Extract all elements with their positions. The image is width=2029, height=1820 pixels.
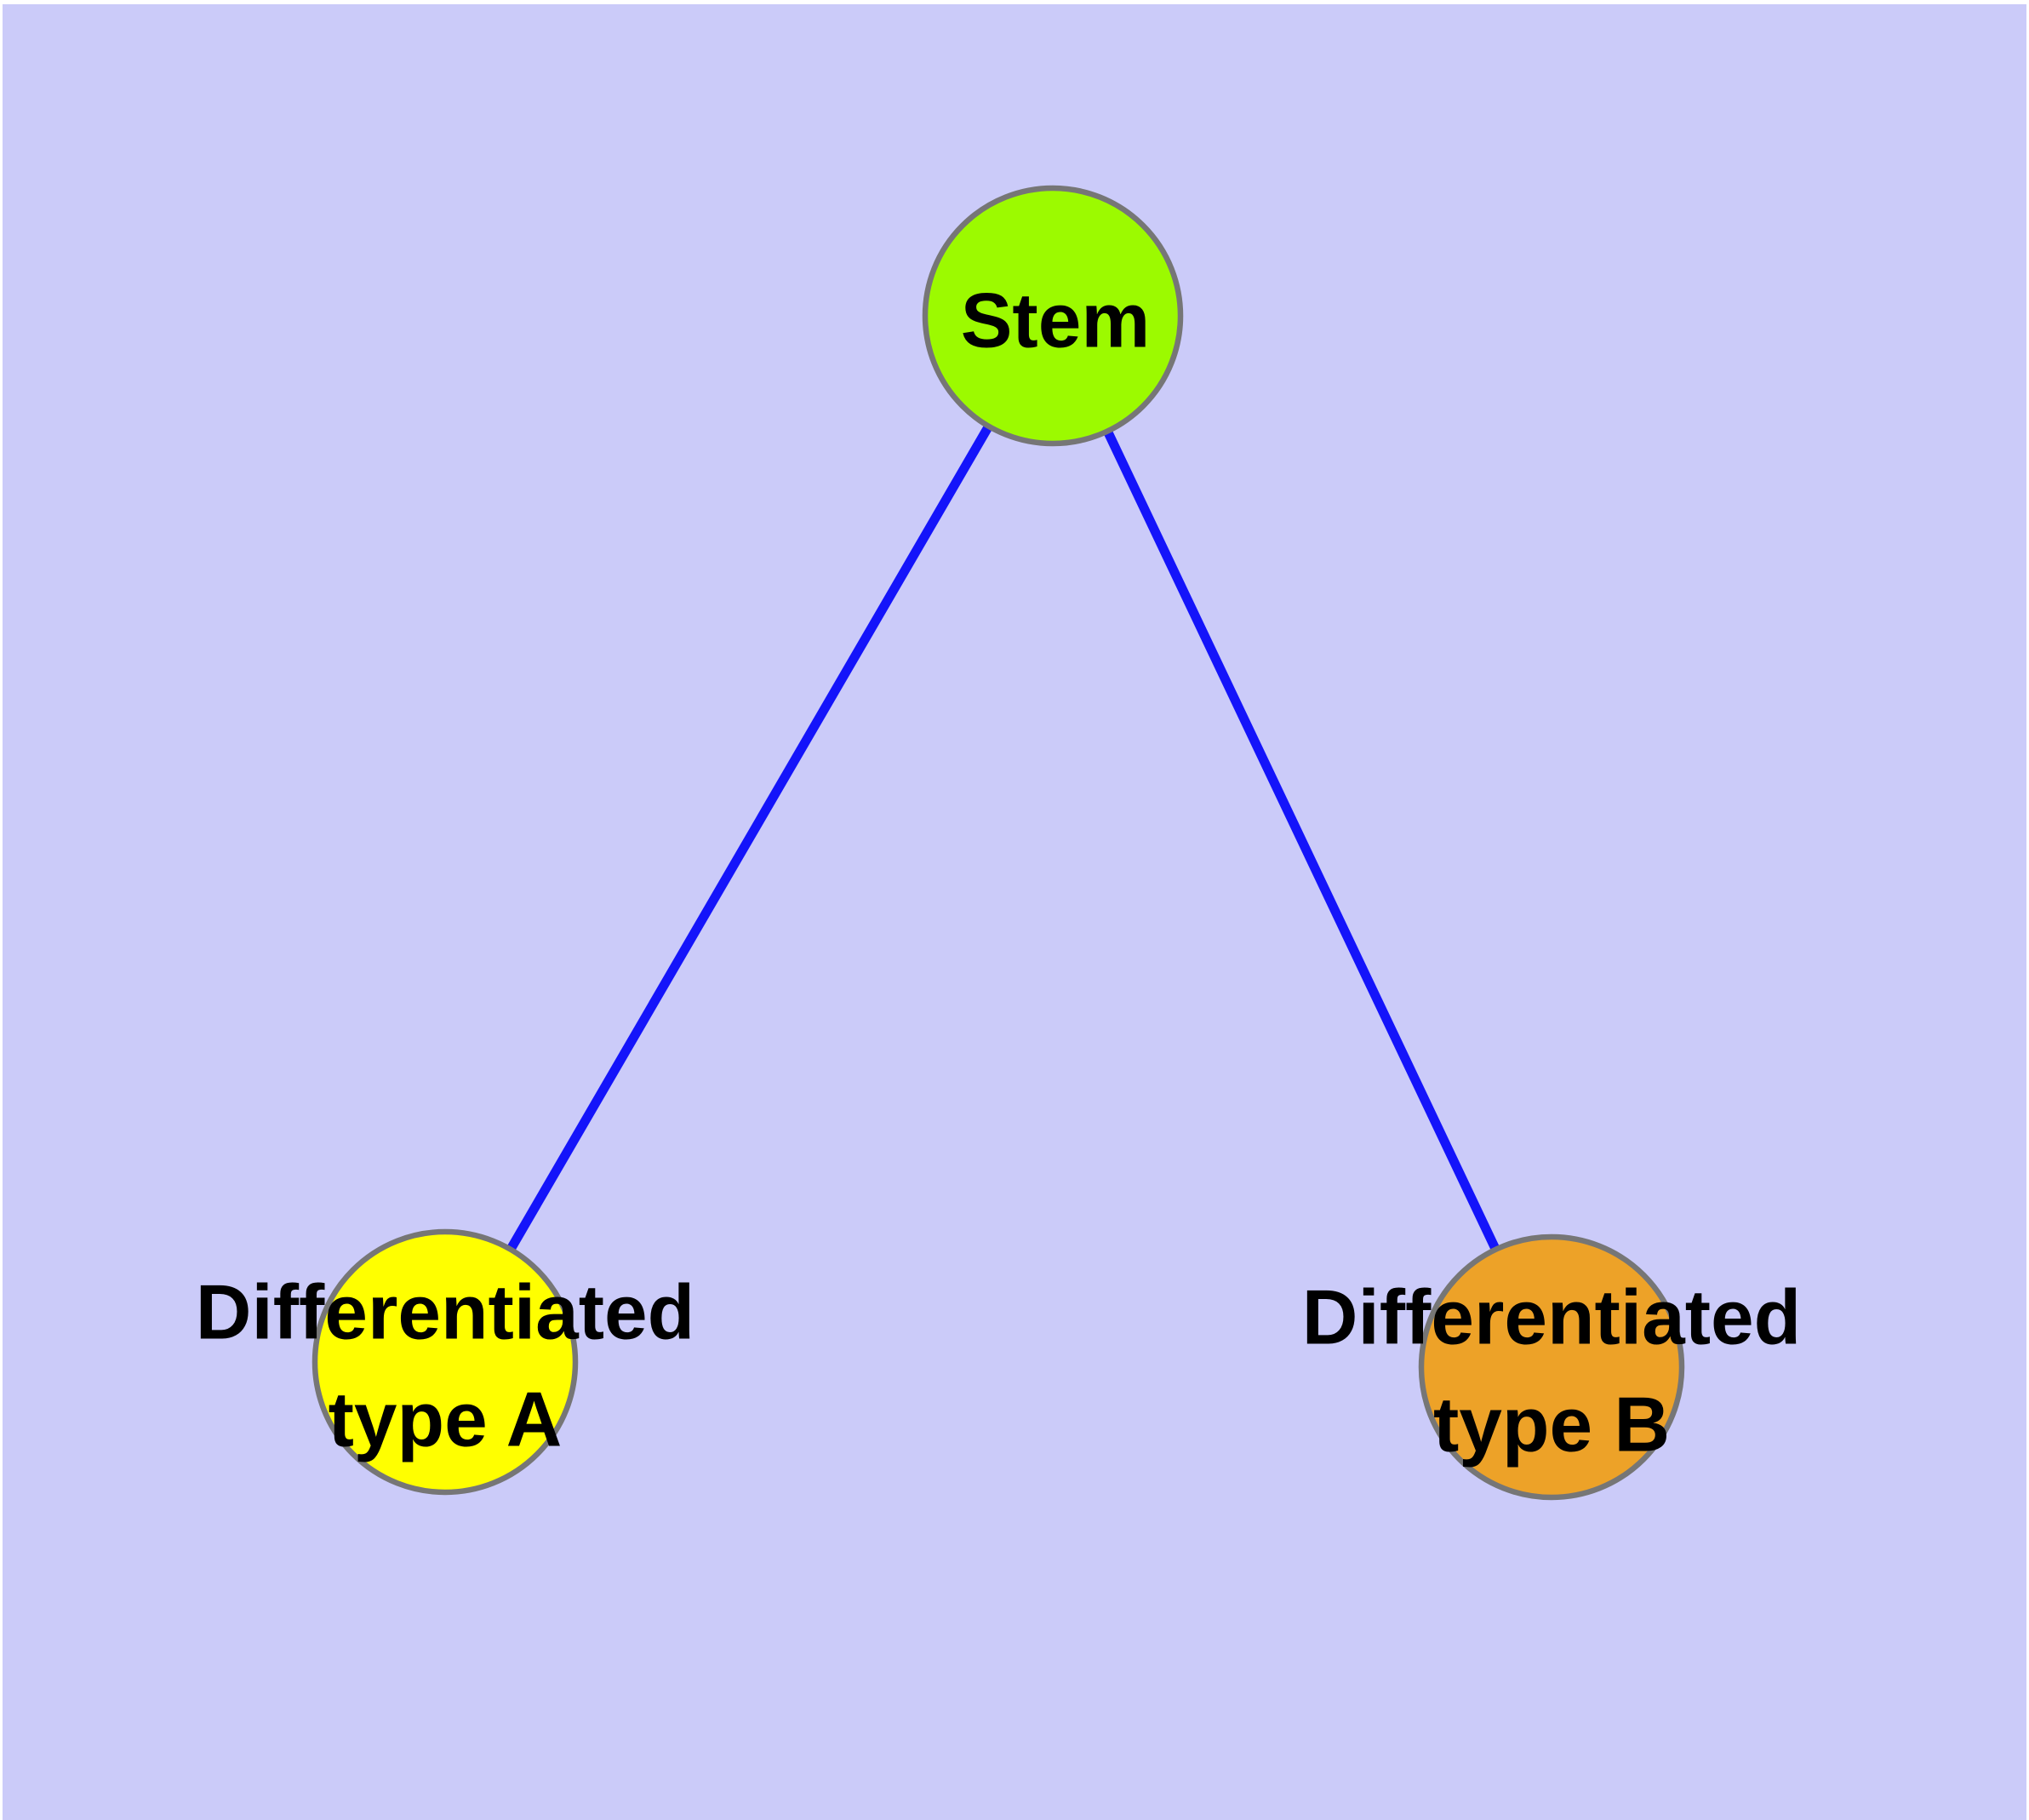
node-stem-circle [922, 185, 1184, 447]
node-stem [922, 185, 1184, 447]
node-differentiated-type-b [1418, 1233, 1685, 1501]
node-type-a-label-line1: Differentiated [196, 1270, 695, 1356]
node-type-b-label-line2: type B [1433, 1382, 1670, 1468]
node-type-a-circle [311, 1228, 579, 1496]
node-type-b-label-line1: Differentiated [1302, 1275, 1802, 1361]
edge-stem-to-type-b [1049, 313, 1556, 1370]
node-labels: Stem Differentiated type A Differentiate… [196, 278, 1802, 1468]
edge-stem-to-type-a [441, 313, 1057, 1365]
edges [441, 313, 1556, 1370]
node-stem-label: Stem [961, 278, 1151, 364]
node-type-a-label-line2: type A [329, 1377, 563, 1463]
node-type-b-circle [1418, 1233, 1685, 1501]
node-differentiated-type-a [311, 1228, 579, 1496]
